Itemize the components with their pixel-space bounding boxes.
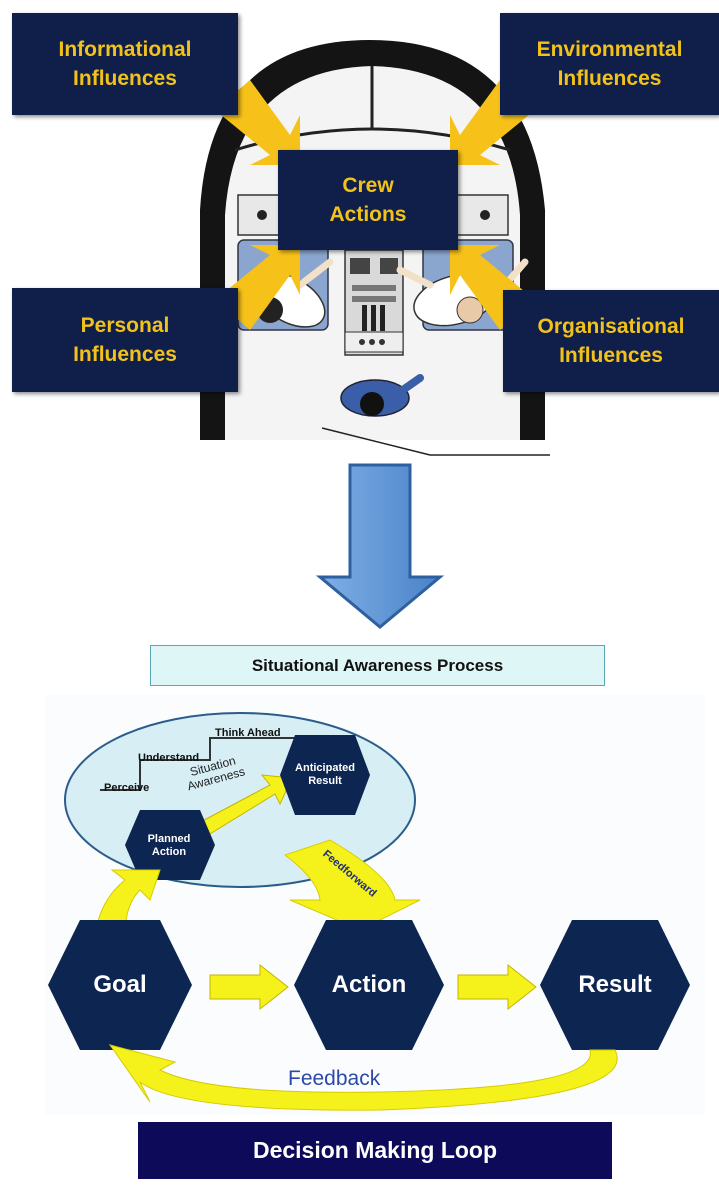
feedback-arrow [108, 1044, 618, 1111]
situational-awareness-title: Situational Awareness Process [150, 645, 605, 686]
sa-stairs [100, 737, 300, 791]
action-label: Action [331, 971, 407, 998]
goal-to-action-arrow [209, 963, 289, 1011]
action-to-result-arrow [457, 963, 537, 1011]
result-hex [540, 920, 690, 1050]
feedforward-arrow [283, 839, 421, 931]
perceive-label: Perceive [104, 782, 150, 794]
feedback-label: Feedback [288, 1067, 381, 1090]
organisational-influences-label: Organisational Influences [537, 315, 685, 367]
informational-influences-label: Informational Influences [58, 38, 192, 90]
down-arrow-icon [315, 463, 445, 629]
goal-label: Goal [93, 971, 147, 998]
environmental-influences-label: Environmental Influences [536, 38, 683, 90]
action-hex [294, 920, 444, 1050]
environmental-influences-box: Environmental Influences [500, 13, 719, 115]
crew-actions-label: Crew Actions [329, 174, 407, 226]
goal-up-arrow [94, 869, 161, 936]
decision-making-loop-title: Decision Making Loop [138, 1122, 612, 1179]
planned-action-label: Planned Action [147, 833, 191, 858]
anticipated-result-hex [280, 735, 370, 815]
organisational-influences-box: Organisational Influences [503, 290, 719, 392]
crew-actions-box: Crew Actions [278, 150, 458, 250]
informational-influences-box: Informational Influences [12, 13, 238, 115]
result-label: Result [578, 971, 652, 998]
think-ahead-label: Think Ahead [215, 727, 281, 739]
personal-influences-label: Personal Influences [73, 314, 177, 366]
personal-influences-box: Personal Influences [12, 288, 238, 392]
decision-loop-diagram [45, 695, 705, 1115]
understand-label: Understand [138, 752, 200, 764]
planned-action-hex [125, 810, 215, 880]
goal-hex [48, 920, 192, 1050]
anticipated-result-label: Anticipated Result [295, 762, 355, 787]
